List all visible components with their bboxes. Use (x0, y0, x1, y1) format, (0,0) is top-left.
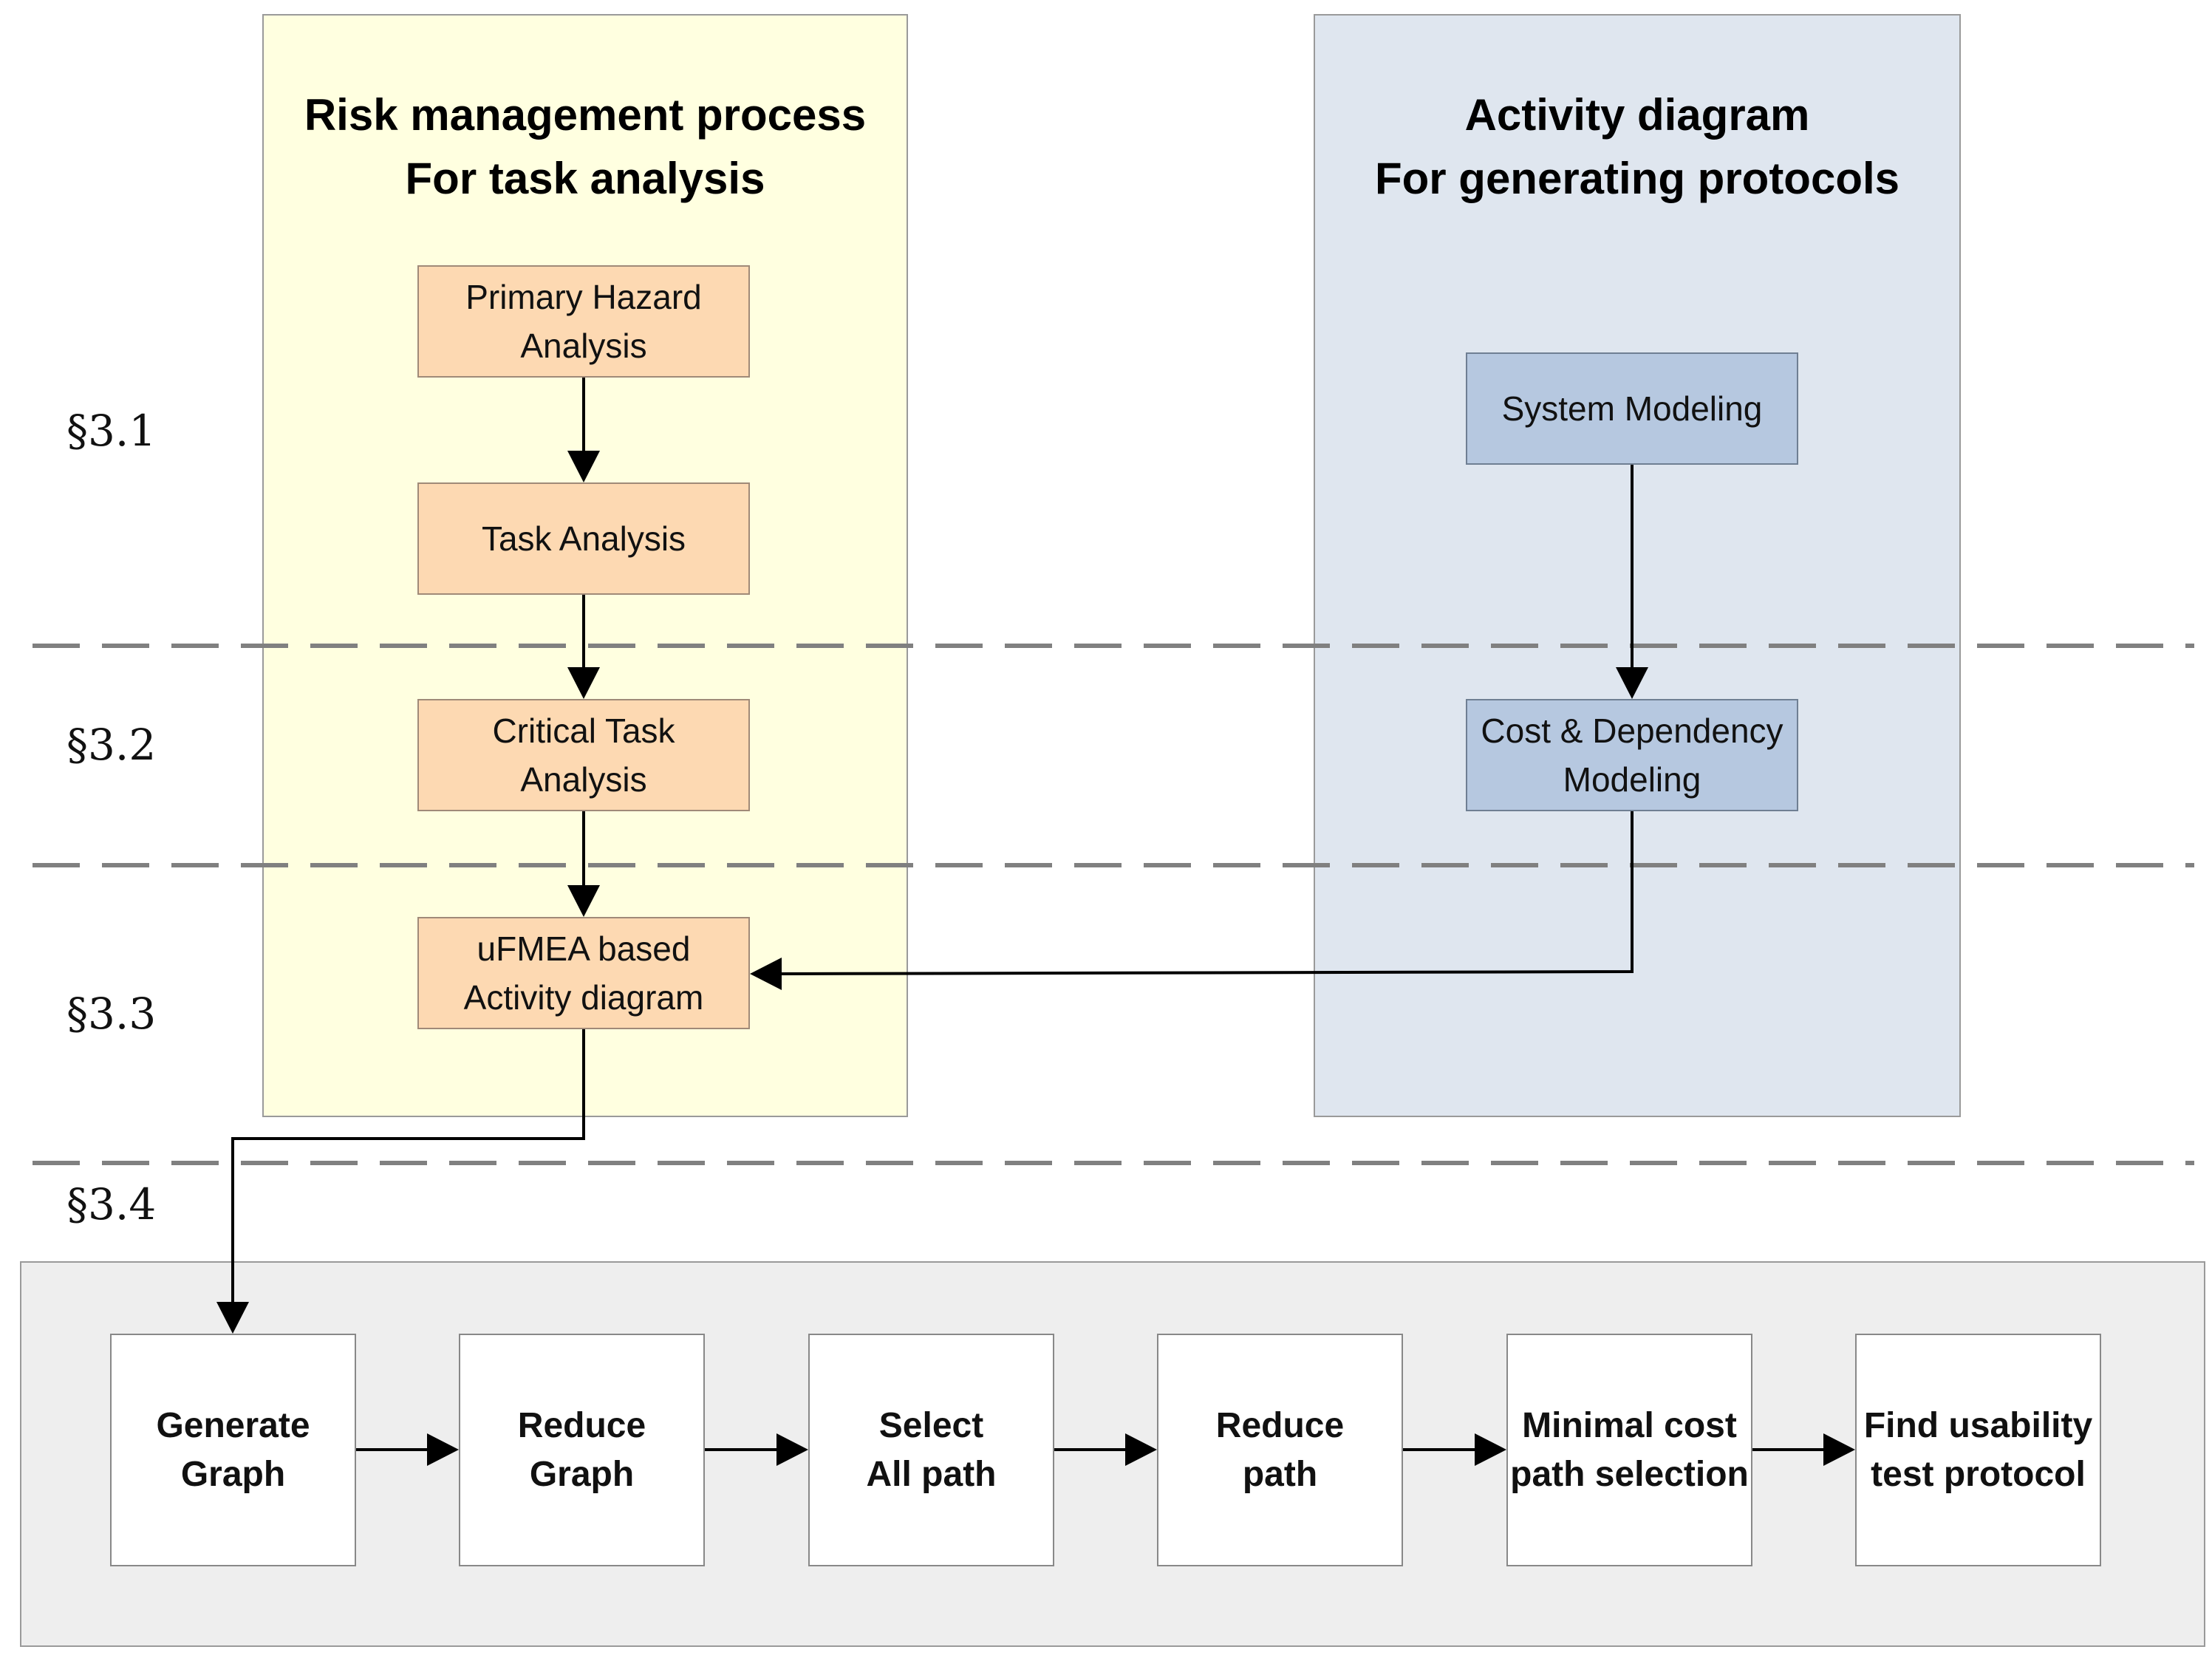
step-label-line1: Generate (156, 1405, 310, 1445)
step-label-line1: Find usability (1863, 1405, 2093, 1445)
primary-hazard-analysis-box: Primary Hazard Analysis (417, 265, 750, 378)
step-label-line1: Minimal cost (1522, 1405, 1737, 1445)
box-label-line1: Primary Hazard (465, 278, 702, 316)
section-label-3-2: §3.2 (66, 720, 157, 770)
step-label-line2: All path (866, 1454, 997, 1494)
step-label-line2: path selection (1510, 1454, 1749, 1494)
box-label-line2: Analysis (520, 760, 647, 799)
box-label-line1: uFMEA based (477, 929, 691, 968)
step-label-line2: Graph (529, 1454, 635, 1494)
box-label-line2: Analysis (520, 327, 647, 365)
system-modeling-box: System Modeling (1466, 352, 1798, 465)
find-usability-test-protocol-step: Find usability test protocol (1855, 1334, 2101, 1566)
section-label-3-4: §3.4 (66, 1179, 157, 1229)
task-analysis-box: Task Analysis (417, 482, 750, 595)
section-label-3-3: §3.3 (66, 989, 157, 1039)
risk-panel-title: Risk management process For task analysi… (264, 83, 907, 211)
cost-dependency-modeling-box: Cost & Dependency Modeling (1466, 699, 1798, 811)
activity-panel-title-line2: For generating protocols (1374, 154, 1900, 203)
section-label-3-1: §3.1 (66, 406, 157, 456)
minimal-cost-path-selection-step: Minimal cost path selection (1506, 1334, 1752, 1566)
box-label-line2: Modeling (1563, 760, 1701, 799)
activity-panel-title: Activity diagram For generating protocol… (1315, 83, 1959, 211)
critical-task-analysis-box: Critical Task Analysis (417, 699, 750, 811)
activity-panel-title-line1: Activity diagram (1464, 90, 1810, 140)
step-label-line2: path (1242, 1454, 1318, 1494)
ufmea-activity-diagram-box: uFMEA based Activity diagram (417, 917, 750, 1029)
box-label-line1: Cost & Dependency (1481, 712, 1783, 750)
risk-panel-title-line2: For task analysis (405, 154, 765, 203)
reduce-path-step: Reduce path (1157, 1334, 1403, 1566)
step-label-line1: Reduce (1215, 1405, 1345, 1445)
step-label-line1: Select (878, 1405, 984, 1445)
select-all-path-step: Select All path (808, 1334, 1054, 1566)
risk-panel-title-line1: Risk management process (304, 90, 867, 140)
reduce-graph-step: Reduce Graph (459, 1334, 705, 1566)
box-label-line1: Critical Task (492, 712, 675, 750)
generate-graph-step: Generate Graph (110, 1334, 356, 1566)
step-label-line2: Graph (180, 1454, 286, 1494)
step-label-line1: Reduce (517, 1405, 646, 1445)
activity-diagram-panel: Activity diagram For generating protocol… (1314, 14, 1961, 1117)
step-label-line2: test protocol (1871, 1454, 2086, 1494)
box-label-line2: Activity diagram (463, 978, 704, 1017)
box-label-line1: Task Analysis (481, 519, 686, 558)
box-label-line1: System Modeling (1501, 389, 1763, 428)
